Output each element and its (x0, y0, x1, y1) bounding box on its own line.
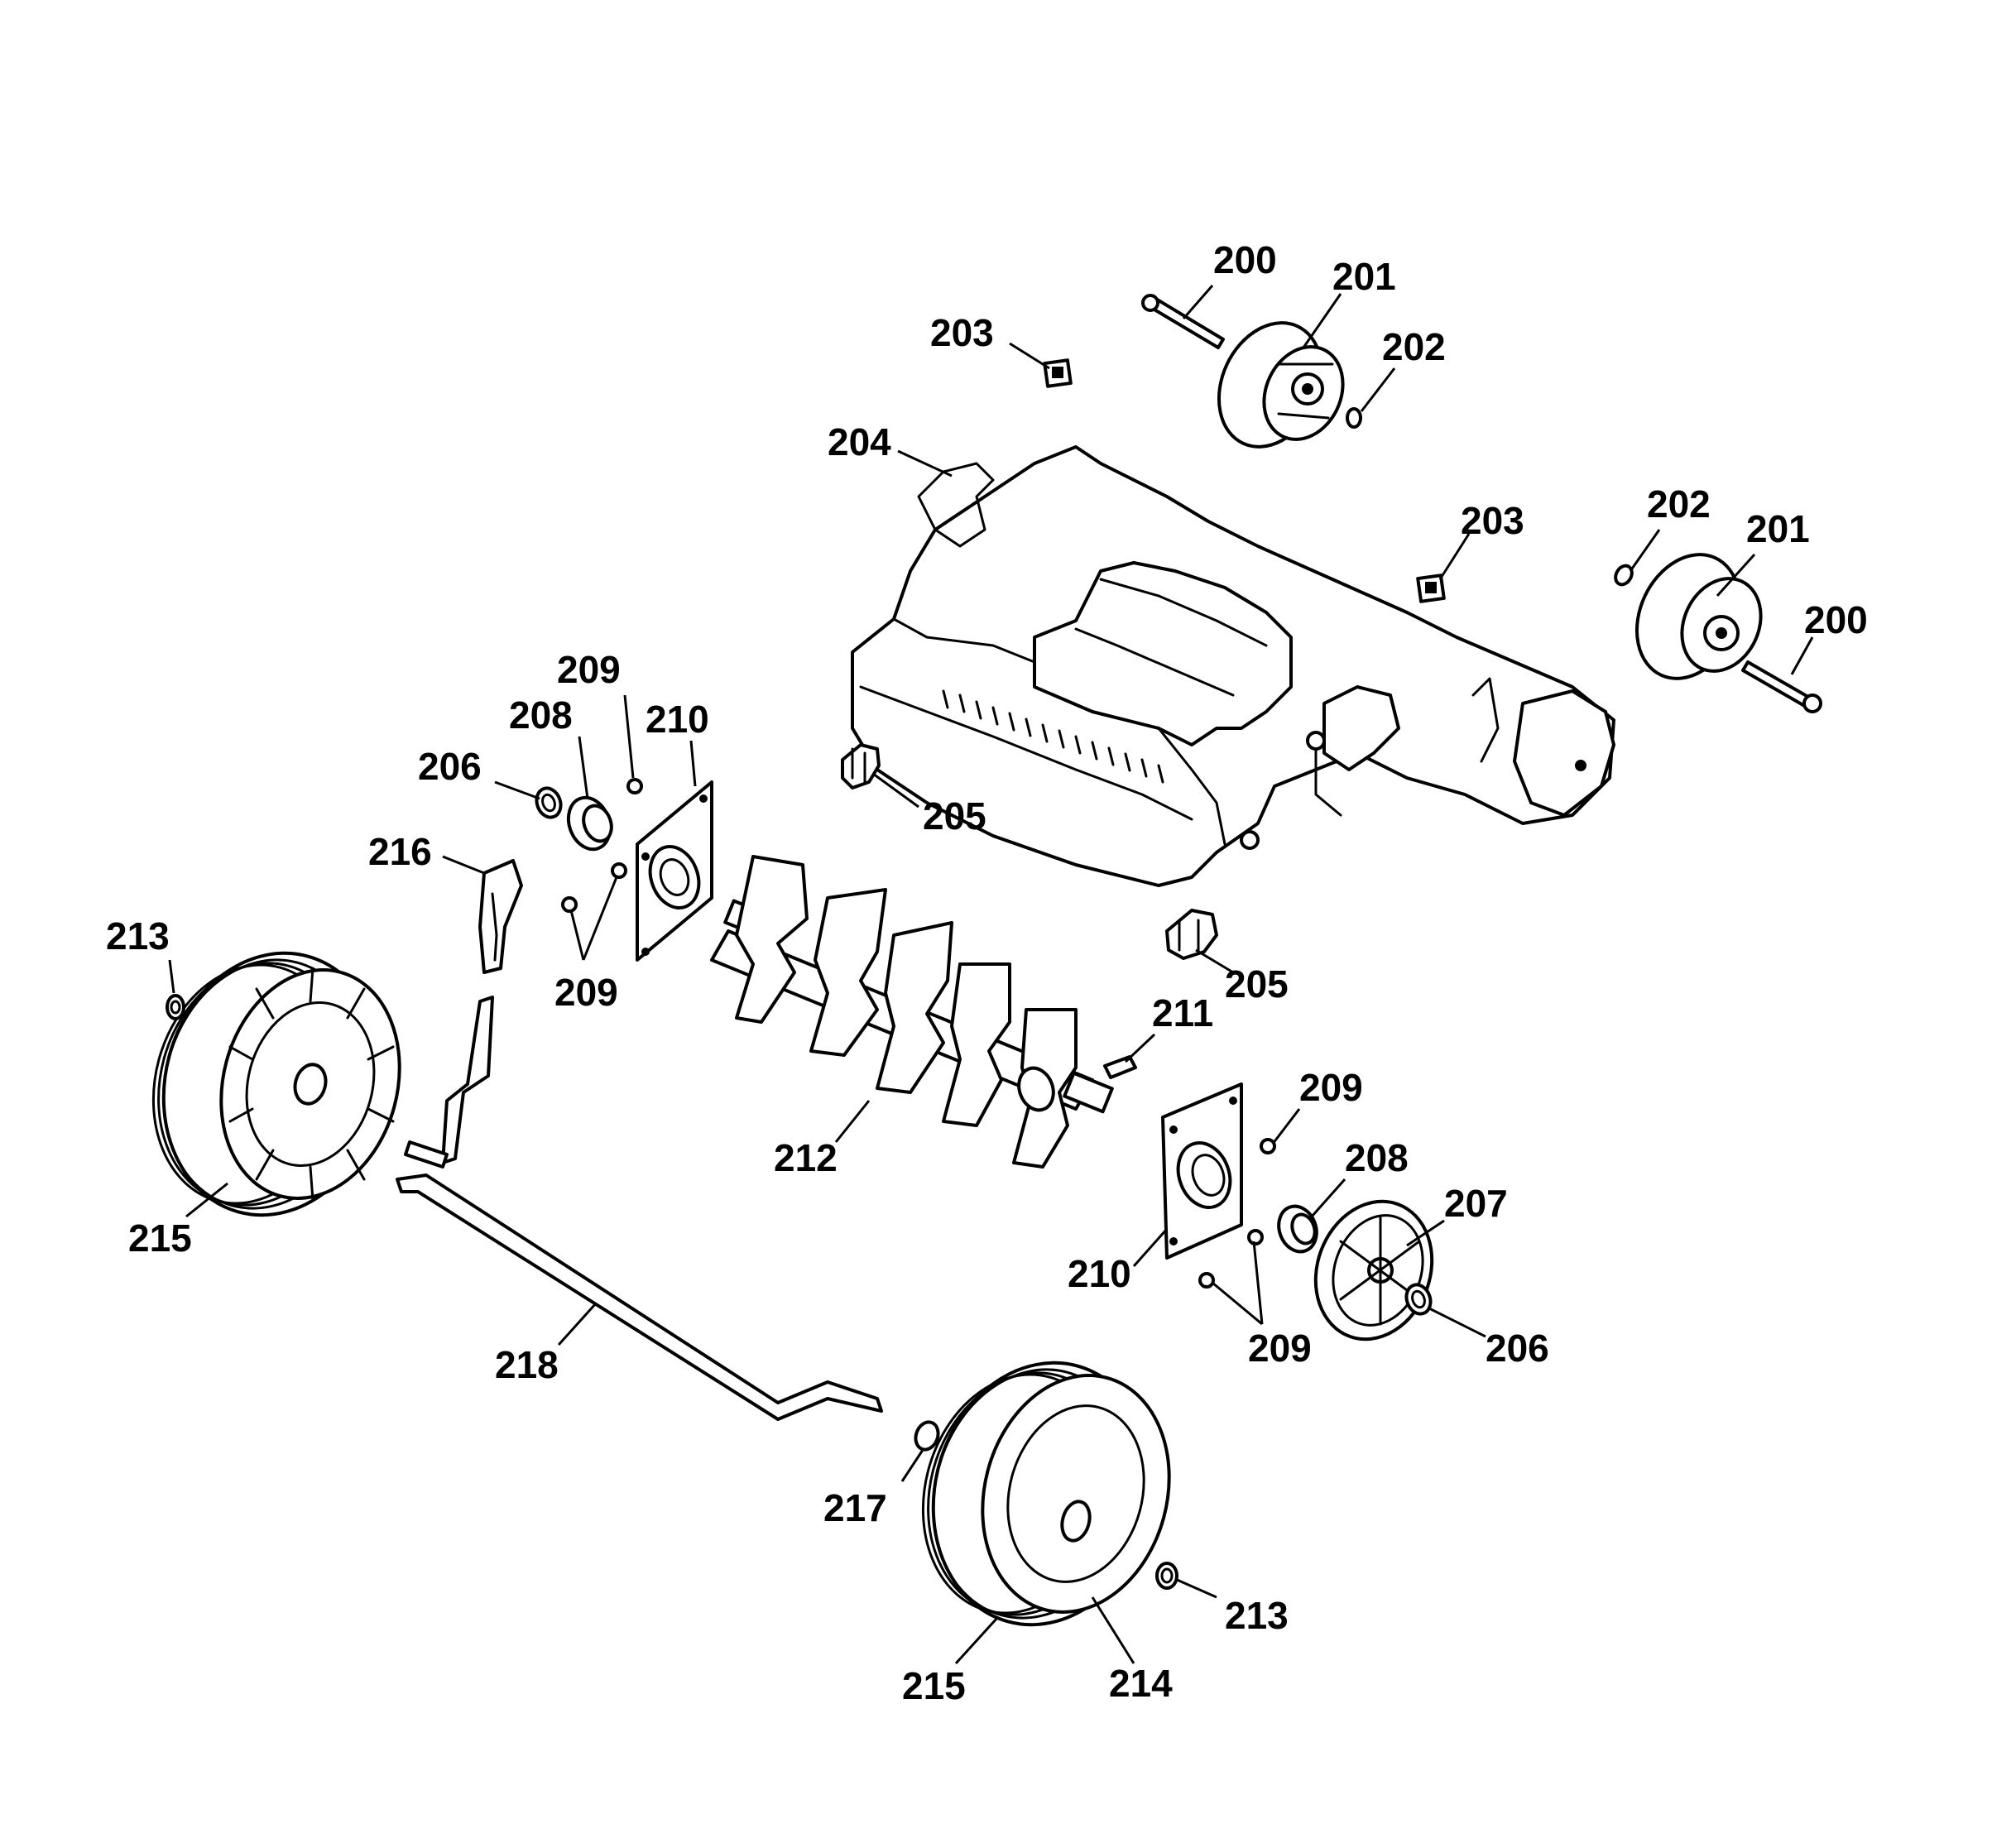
ring-206-left (535, 786, 563, 819)
callout-labels: 200 201 202 203 204 203 202 201 200 209 … (106, 238, 1868, 1707)
label-203-right: 203 (1461, 499, 1524, 542)
label-207: 207 (1444, 1182, 1508, 1225)
roller-pin-200-top (1141, 294, 1225, 349)
ring-206-right (1404, 1283, 1433, 1316)
washer-202-top (1346, 407, 1362, 429)
scraper-216 (478, 859, 523, 974)
wheel-spokes (228, 967, 395, 1202)
bracket-210-right (1161, 1082, 1243, 1260)
washer-202-right (1614, 564, 1634, 587)
label-214: 214 (1109, 1662, 1173, 1705)
clip-205-right (1165, 909, 1218, 960)
label-212: 212 (774, 1136, 838, 1179)
label-217: 217 (823, 1486, 887, 1529)
blade-set-4 (942, 962, 1011, 1127)
wheel-215-left (151, 951, 401, 1217)
label-210-right: 210 (1068, 1252, 1131, 1295)
axle-218 (396, 996, 883, 1421)
leader-lines (168, 285, 1814, 1665)
label-210-left: 210 (646, 698, 709, 741)
bracket-210-left (636, 780, 713, 962)
label-209-upper-left: 209 (557, 648, 621, 691)
roller-201-top (1217, 321, 1345, 449)
label-208-left: 208 (509, 694, 573, 737)
label-202-top: 202 (1382, 325, 1446, 368)
label-208-right: 208 (1345, 1136, 1409, 1179)
blade-set-1 (735, 855, 809, 1024)
label-201-top: 201 (1332, 255, 1396, 298)
label-209-lower-left: 209 (554, 971, 618, 1014)
label-203-top: 203 (930, 311, 994, 354)
scarifier-shaft-212 (710, 855, 1114, 1169)
nut-203-top (1043, 358, 1073, 388)
housing-vents (942, 689, 1164, 784)
cap-213-left (166, 994, 185, 1020)
blade-set-2 (809, 888, 887, 1057)
label-200-top: 200 (1213, 238, 1277, 281)
bearing-208-right (1277, 1204, 1318, 1254)
cap-213-right (1155, 1562, 1178, 1590)
washer-217 (914, 1420, 940, 1452)
clip-205-left (841, 743, 881, 790)
blade-set-3 (876, 921, 953, 1094)
label-206-left: 206 (418, 745, 482, 788)
label-211: 211 (1152, 991, 1213, 1034)
label-209-lower-right: 209 (1248, 1327, 1312, 1370)
label-200-right: 200 (1804, 598, 1868, 641)
label-202-right: 202 (1647, 482, 1711, 526)
gear-207 (1313, 1199, 1434, 1341)
label-206-right: 206 (1486, 1327, 1549, 1370)
bearing-208-left (566, 795, 613, 852)
label-215-left: 215 (128, 1217, 192, 1260)
wheel-215-right (921, 1361, 1171, 1627)
label-201-right: 201 (1746, 507, 1810, 550)
label-218: 218 (495, 1343, 559, 1386)
label-205-left: 205 (923, 794, 986, 838)
label-213-right: 213 (1225, 1594, 1289, 1637)
screws-209-right (1198, 1138, 1276, 1289)
roller-pin-200-right (1741, 660, 1822, 713)
nut-203-right (1416, 574, 1446, 603)
label-215-right: 215 (902, 1664, 966, 1707)
label-204: 204 (828, 420, 891, 463)
roller-201-right (1634, 553, 1763, 680)
screws-209-left (561, 778, 643, 913)
label-209-upper-right: 209 (1299, 1066, 1363, 1109)
key-211 (1103, 1055, 1137, 1079)
label-216: 216 (368, 830, 432, 873)
label-213-left: 213 (106, 914, 170, 957)
label-205-right: 205 (1225, 962, 1289, 1005)
housing-204 (851, 445, 1615, 887)
